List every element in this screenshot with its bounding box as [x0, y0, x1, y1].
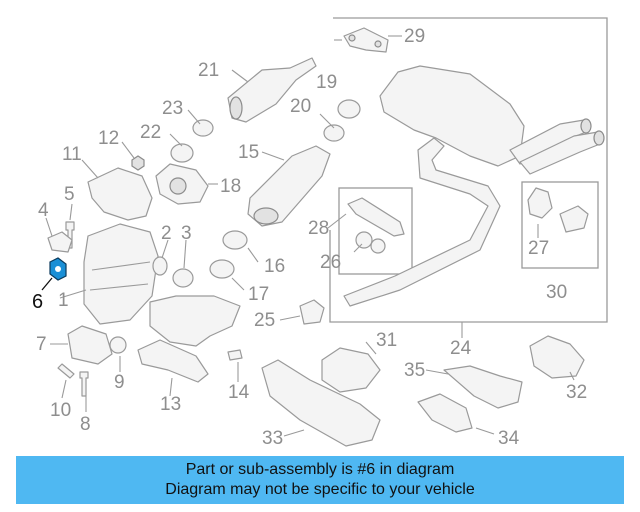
- bushing-26-a: [355, 231, 373, 249]
- bolt-14: [227, 349, 243, 361]
- callout-8: 8: [80, 414, 91, 435]
- callout-6: 6: [32, 291, 43, 313]
- callout-29: 29: [404, 26, 425, 47]
- clamp-3: [172, 268, 194, 288]
- info-banner: Part or sub-assembly is #6 in diagram Di…: [16, 456, 624, 504]
- callout-16: 16: [264, 256, 285, 277]
- connector-25: [299, 299, 325, 325]
- callout-33: 33: [262, 428, 283, 449]
- muffler-group-frame: [329, 17, 608, 323]
- tailpipe-tip-2: [593, 130, 605, 146]
- clamp-19: [337, 99, 361, 119]
- bracket-30: [559, 205, 589, 233]
- exhaust-manifold: [149, 295, 241, 347]
- heat-shield-11: [87, 167, 153, 221]
- callout-4: 4: [38, 200, 49, 221]
- callout-26: 26: [320, 252, 341, 273]
- clamp-22: [170, 143, 194, 163]
- nut-12: [131, 155, 145, 171]
- callout-5: 5: [64, 184, 75, 205]
- heat-shield-34: [417, 393, 473, 433]
- callout-14: 14: [228, 382, 250, 403]
- callout-7: 7: [36, 334, 47, 355]
- callout-28: 28: [308, 218, 329, 239]
- gasket-17: [209, 259, 235, 279]
- callout-19: 19: [316, 72, 337, 93]
- callout-15: 15: [238, 142, 259, 163]
- callout-13: 13: [160, 394, 181, 415]
- gasket-2: [152, 256, 168, 276]
- callout-2: 2: [161, 223, 172, 244]
- callout-18: 18: [220, 176, 241, 197]
- callout-32: 32: [566, 382, 587, 403]
- catalytic-converter-21: [227, 57, 317, 123]
- bracket-28: [347, 197, 405, 237]
- exhaust-pipe: [343, 137, 501, 307]
- stud-10: [57, 363, 75, 379]
- particulate-filter-15: [247, 145, 331, 227]
- bracket-7: [67, 325, 113, 365]
- clamp-16: [222, 230, 248, 250]
- banner-line-part-number: Part or sub-assembly is #6 in diagram: [185, 461, 455, 478]
- callout-20: 20: [290, 96, 311, 117]
- part-6-leader: [41, 277, 53, 291]
- callout-25: 25: [254, 310, 275, 331]
- leader-lines: [45, 35, 575, 437]
- callout-12: 12: [98, 128, 119, 149]
- callout-9: 9: [114, 372, 125, 393]
- gasket-20: [323, 124, 345, 142]
- gasket-23: [192, 119, 214, 137]
- bracket-4: [47, 231, 73, 253]
- callout-1: 1: [58, 290, 69, 311]
- exhaust-parts-diagram: 1 2 3 4 5 6 7 8 9 10 11 12 13 14 15 16 1…: [32, 17, 608, 449]
- callout-21: 21: [198, 60, 219, 81]
- callout-34: 34: [498, 428, 520, 449]
- callout-30: 30: [546, 282, 567, 303]
- hanger-27: [527, 187, 553, 219]
- heat-shield-33: [261, 359, 381, 447]
- callout-23: 23: [162, 98, 183, 119]
- callout-3: 3: [181, 223, 192, 244]
- gasket-13: [137, 339, 209, 383]
- heat-shield-31: [321, 347, 381, 393]
- hanger-set-frame: [521, 181, 599, 269]
- callout-24: 24: [450, 338, 472, 359]
- callout-11: 11: [62, 144, 82, 165]
- callout-31: 31: [376, 330, 397, 351]
- callout-17: 17: [248, 284, 269, 305]
- heat-shield-35: [443, 365, 523, 409]
- callout-27: 27: [528, 238, 549, 259]
- washer-9: [109, 336, 127, 354]
- heat-shield-32: [529, 335, 585, 379]
- callout-22: 22: [140, 122, 161, 143]
- rear-muffler: [379, 65, 525, 167]
- catalytic-converter-1: [83, 223, 159, 325]
- callout-35: 35: [404, 360, 425, 381]
- bolt-8: [79, 371, 89, 397]
- banner-line-disclaimer: Diagram may not be specific to your vehi…: [165, 481, 475, 498]
- callout-10: 10: [50, 400, 71, 421]
- tailpipe-tip-1: [580, 118, 592, 134]
- bushing-26-b: [370, 238, 386, 254]
- bracket-set-frame: [338, 187, 413, 275]
